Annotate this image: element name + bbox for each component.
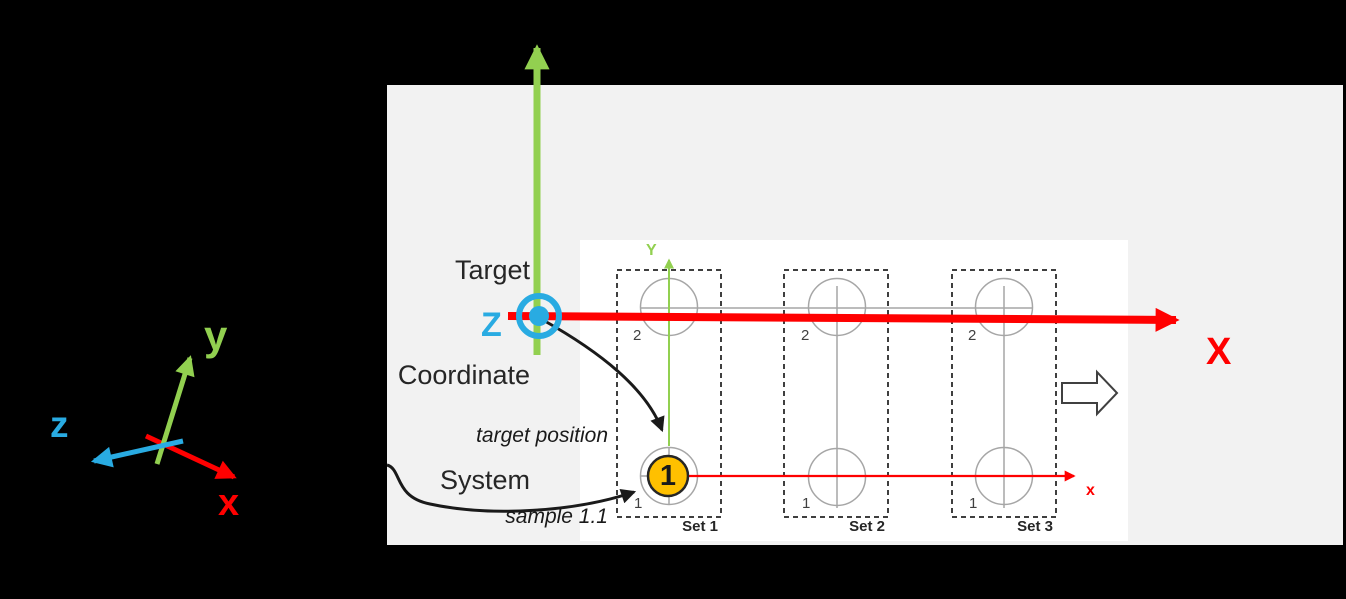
set3-dashed-box — [951, 269, 1057, 518]
set2-dashed-box — [783, 269, 889, 518]
title-line-2: Coordinate — [397, 360, 530, 390]
sample-1-1-marker-number: 1 — [659, 460, 677, 492]
set1-dashed-box — [616, 269, 722, 518]
mini-x-axis-label: x — [218, 482, 240, 524]
set3-label: Set 3 — [1017, 518, 1053, 535]
pointer-curve-from-origin — [542, 318, 665, 433]
mini-z-axis-label: z — [50, 404, 69, 445]
sample-annotation: target position sample 1.1 — [418, 368, 608, 584]
target-x-axis-arrow — [507, 307, 1180, 332]
sample-x-axis-label: x — [1086, 482, 1095, 499]
sets-grid — [639, 277, 1034, 508]
set2-pos2-label: 2 — [801, 327, 810, 344]
set1-label: Set 1 — [682, 518, 718, 535]
sample-y-axis-label: Y — [646, 242, 657, 259]
set3-pos1-label: 1 — [969, 495, 978, 512]
annotation-line-1: target position — [476, 424, 608, 447]
set2-label: Set 2 — [849, 518, 885, 535]
annotation-line-2: sample 1.1 — [505, 505, 608, 528]
target-cs-title: Target Coordinate System — [388, 183, 530, 568]
z-axis-origin-symbol — [516, 293, 562, 339]
set2-pos2-circle — [807, 277, 867, 337]
set3-pos2-circle — [974, 277, 1034, 337]
target-x-axis-label: X — [1206, 331, 1232, 373]
mini-x-axis-arrow — [144, 433, 237, 480]
pointer-curve-from-left — [386, 463, 637, 513]
target-z-axis-label: Z — [481, 306, 502, 344]
set2-pos1-label: 1 — [802, 495, 811, 512]
title-line-1: Target — [454, 255, 530, 285]
title-line-3: System — [439, 465, 530, 495]
mini-axes — [90, 355, 237, 480]
set1-pos1-label: 1 — [634, 495, 643, 512]
set3-pos2-label: 2 — [968, 327, 977, 344]
set-dashed-boxes — [616, 269, 1057, 518]
sample-1-1-marker-circle — [646, 454, 690, 498]
direction-block-arrow — [1061, 369, 1119, 417]
set1-pos2-label: 2 — [633, 327, 642, 344]
mini-z-axis-arrow — [90, 438, 184, 468]
mini-y-axis-label: y — [204, 312, 228, 359]
